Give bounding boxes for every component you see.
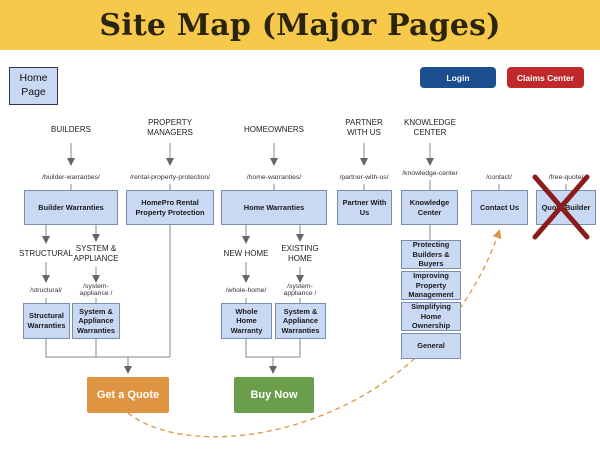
title-bar: Site Map (Major Pages) bbox=[0, 0, 600, 50]
rental-property-protection-page[interactable]: HomePro Rental Property Protection bbox=[126, 190, 214, 225]
section-homeowners: HOMEOWNERS bbox=[244, 125, 304, 134]
url-whole-home: /whole-home/ bbox=[225, 287, 267, 294]
structural-warranties-page[interactable]: Structural Warranties bbox=[23, 303, 70, 339]
url-partner: /partner-with-us/ bbox=[339, 174, 389, 181]
claims-center-button[interactable]: Claims Center bbox=[507, 67, 584, 88]
get-a-quote-button[interactable]: Get a Quote bbox=[87, 377, 169, 413]
url-home-warranties: /home-warranties/ bbox=[246, 174, 302, 181]
home-page-node[interactable]: Home Page bbox=[9, 67, 58, 105]
knowledge-center-page[interactable]: Knowledge Center bbox=[401, 190, 458, 225]
section-partner: PARTNER WITH US bbox=[345, 118, 383, 138]
system-appliance-warranties-home-page[interactable]: System & Appliance Warranties bbox=[275, 303, 326, 339]
partner-with-us-page[interactable]: Partner With Us bbox=[337, 190, 392, 225]
section-knowledge-center: KNOWLEDGE CENTER bbox=[403, 118, 456, 138]
contact-us-page[interactable]: Contact Us bbox=[471, 190, 528, 225]
url-structural: /structural/ bbox=[30, 287, 62, 294]
url-builder-warranties: /builder-warranties/ bbox=[42, 174, 100, 181]
url-contact: /contact/ bbox=[486, 174, 512, 181]
kc-protecting-builders-page[interactable]: Protecting Builders & Buyers bbox=[401, 240, 461, 269]
builder-warranties-page[interactable]: Builder Warranties bbox=[24, 190, 118, 225]
url-system-appliance-home: /system-appliance / bbox=[283, 283, 317, 297]
system-appliance-warranties-builder-page[interactable]: System & Appliance Warranties bbox=[72, 303, 120, 339]
kc-improving-property-page[interactable]: Improving Property Management bbox=[401, 271, 461, 300]
url-rental-property: /rental-property-protection/ bbox=[129, 174, 211, 181]
kc-general-page[interactable]: General bbox=[401, 333, 461, 359]
url-system-appliance-builder: /system-appliance / bbox=[79, 283, 113, 297]
whole-home-warranty-page[interactable]: Whole Home Warranty bbox=[221, 303, 272, 339]
section-property-managers: PROPERTY MANAGERS bbox=[147, 118, 193, 138]
section-builders: BUILDERS bbox=[50, 125, 92, 134]
url-free-quote: /free-quote/ bbox=[548, 174, 584, 181]
branch-structural: STRUCTURAL bbox=[19, 249, 73, 258]
quote-builder-page[interactable]: Quote Builder bbox=[536, 190, 596, 225]
login-button[interactable]: Login bbox=[420, 67, 496, 88]
buy-now-button[interactable]: Buy Now bbox=[234, 377, 314, 413]
branch-existing-home: EXISTING HOME bbox=[281, 244, 319, 264]
branch-new-home: NEW HOME bbox=[223, 249, 269, 258]
kc-simplifying-home-page[interactable]: Simplifying Home Ownership bbox=[401, 302, 461, 331]
page-title: Site Map (Major Pages) bbox=[99, 7, 501, 43]
branch-system-appliance: SYSTEM & APPLIANCE bbox=[73, 244, 119, 264]
home-warranties-page[interactable]: Home Warranties bbox=[221, 190, 327, 225]
removed-x-mark bbox=[532, 174, 590, 240]
url-knowledge-center: /knowledge-center bbox=[402, 170, 458, 177]
